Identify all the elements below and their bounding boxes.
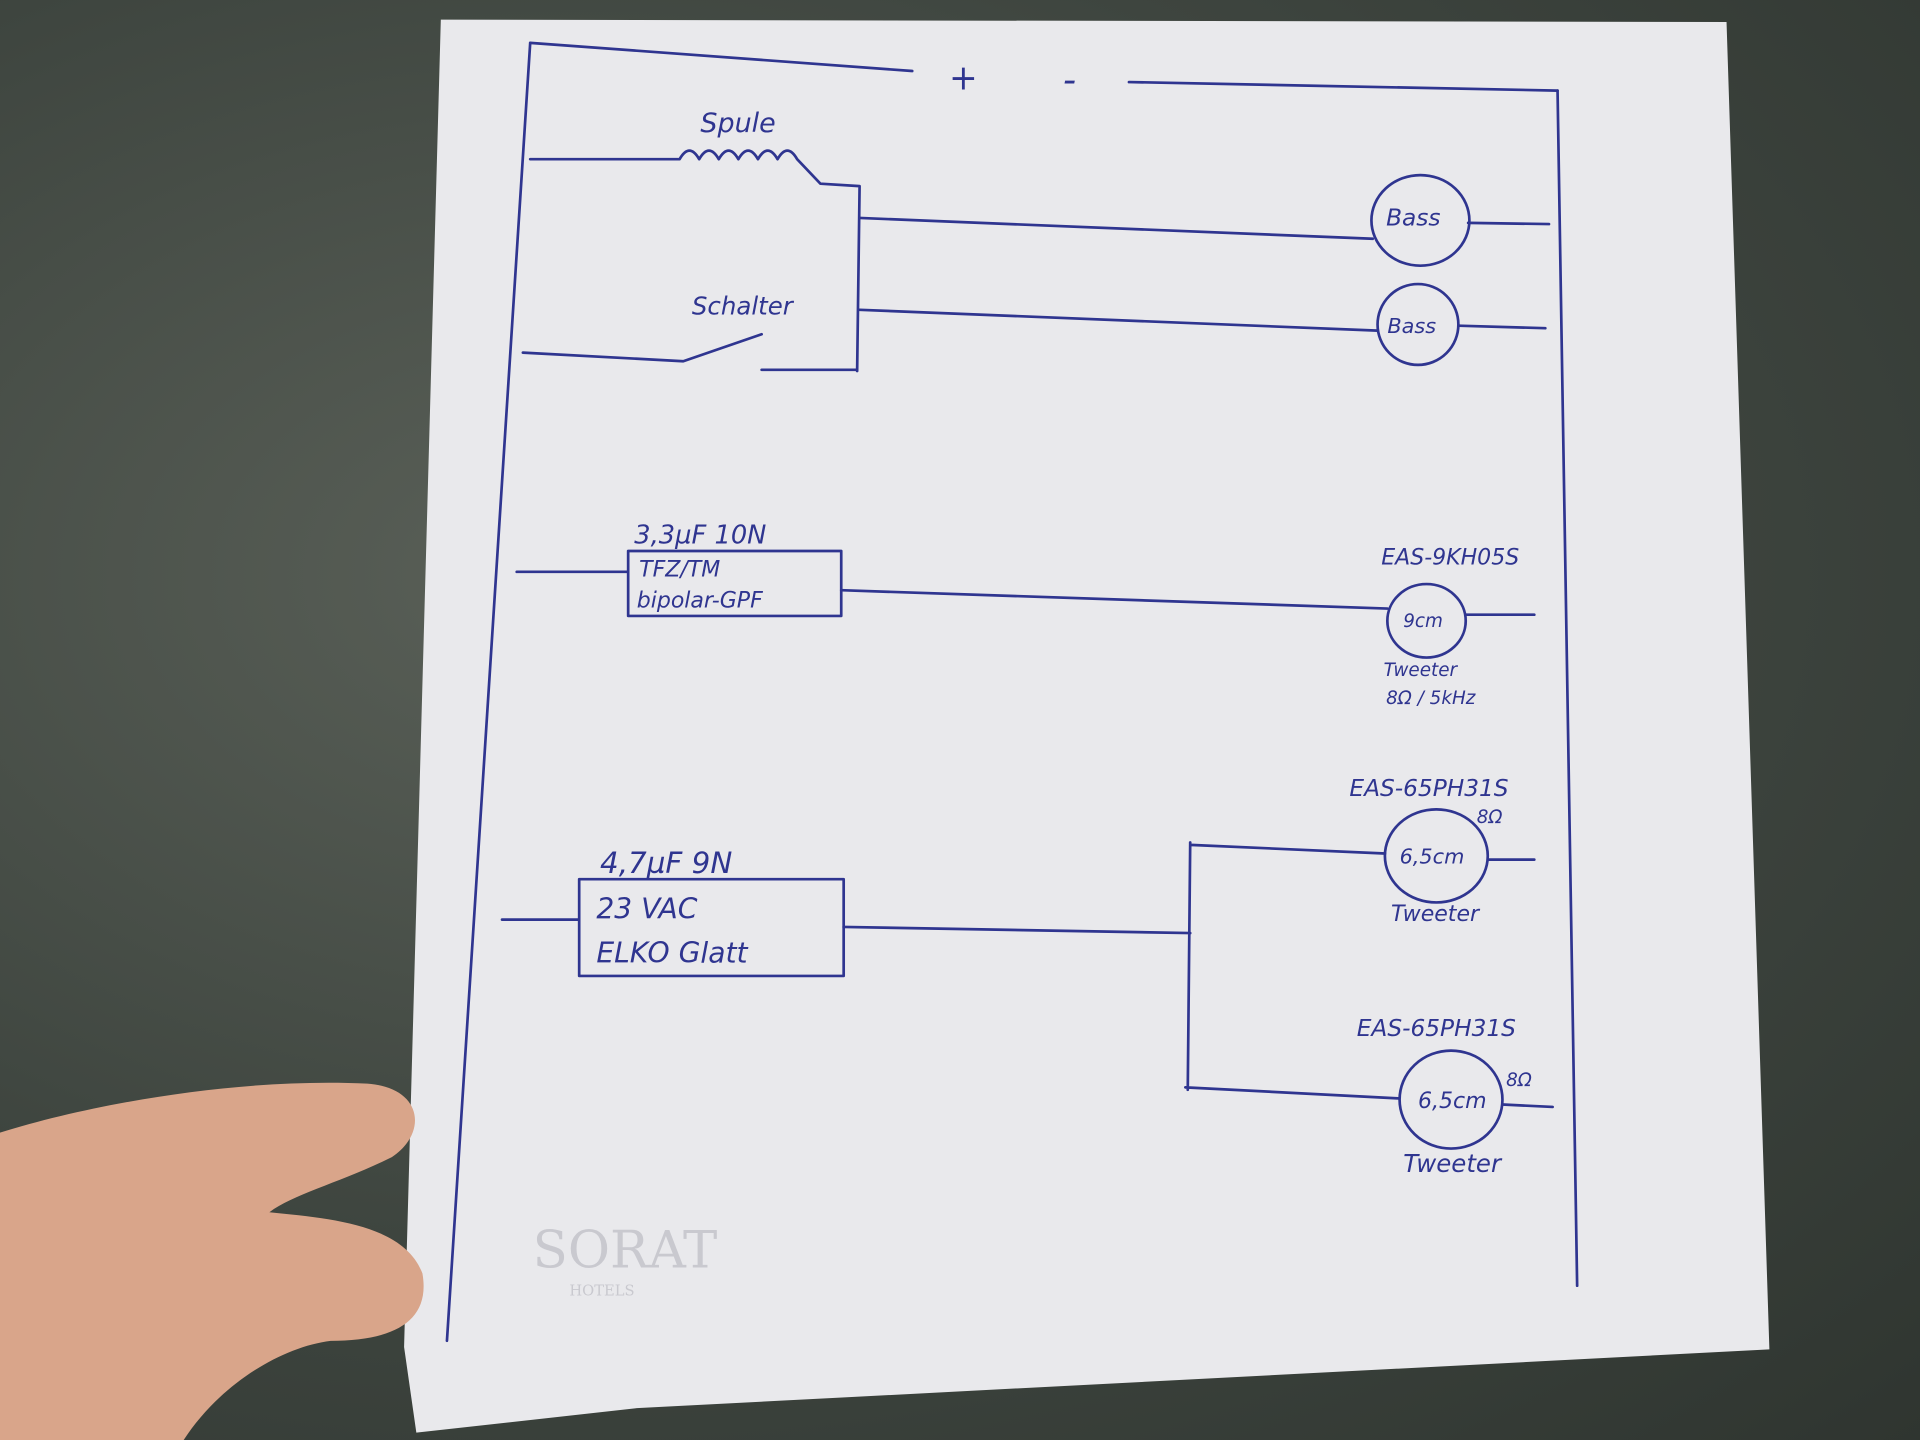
plus-label: + bbox=[949, 58, 978, 98]
capacitor-2-line1: 23 VAC bbox=[596, 892, 697, 925]
tweeter-3-symbol bbox=[1398, 1049, 1504, 1150]
paper-sheet bbox=[404, 19, 1770, 1433]
tweeter-2-impedance: 8Ω bbox=[1477, 807, 1503, 828]
tweeter-2-model: EAS-65PH31S bbox=[1349, 775, 1508, 802]
tweeter-3-impedance: 8Ω bbox=[1506, 1070, 1532, 1091]
switch-label: Schalter bbox=[692, 292, 795, 321]
capacitor-1-line1: TFZ/TM bbox=[639, 558, 720, 583]
capacitor-2-line2: ELKO Glatt bbox=[596, 936, 748, 969]
tweeter-1-spec: 8Ω / 5kHz bbox=[1386, 688, 1476, 709]
tweeter-2-type: Tweeter bbox=[1391, 902, 1481, 927]
tweeter-3-model: EAS-65PH31S bbox=[1357, 1015, 1516, 1042]
minus-label: - bbox=[1063, 58, 1076, 101]
top-wire-minus bbox=[1127, 80, 1559, 92]
bass-2-label: Bass bbox=[1387, 314, 1436, 338]
capacitor-1-value: 3,3µF 10N bbox=[634, 521, 766, 551]
bass-speaker-1 bbox=[1370, 173, 1471, 268]
tweeter-1-type: Tweeter bbox=[1384, 660, 1459, 681]
capacitor-2-value: 4,7µF 9N bbox=[600, 846, 732, 880]
capacitor-1-box bbox=[626, 549, 843, 618]
watermark-brand: SORAT bbox=[533, 1220, 718, 1280]
right-rail bbox=[1556, 89, 1579, 1288]
watermark-sub: HOTELS bbox=[569, 1283, 634, 1300]
coil-symbol bbox=[528, 149, 861, 373]
tweeter-3-type: Tweeter bbox=[1403, 1149, 1503, 1178]
wire-bass-2 bbox=[858, 308, 1547, 332]
wire-cap-2 bbox=[500, 841, 1554, 1109]
wire-bass-1 bbox=[858, 216, 1551, 241]
bass-1-label: Bass bbox=[1386, 204, 1440, 231]
bass-speaker-2 bbox=[1376, 282, 1460, 367]
tweeter-1-size: 9cm bbox=[1403, 611, 1443, 632]
tweeter-1-symbol bbox=[1386, 582, 1468, 659]
coil-label: Spule bbox=[700, 108, 775, 139]
switch-symbol bbox=[521, 332, 859, 372]
capacitor-2-box bbox=[577, 877, 846, 978]
wire-cap-1 bbox=[515, 570, 1536, 617]
capacitor-1-line2: bipolar-GPF bbox=[637, 588, 763, 613]
tweeter-3-size: 6,5cm bbox=[1418, 1089, 1487, 1114]
top-wire-plus bbox=[528, 41, 914, 73]
left-rail bbox=[445, 41, 532, 1343]
tweeter-2-size: 6,5cm bbox=[1400, 844, 1465, 868]
tweeter-1-model: EAS-9KH05S bbox=[1381, 545, 1519, 570]
tweeter-2-symbol bbox=[1383, 808, 1490, 904]
hand bbox=[0, 1082, 424, 1440]
